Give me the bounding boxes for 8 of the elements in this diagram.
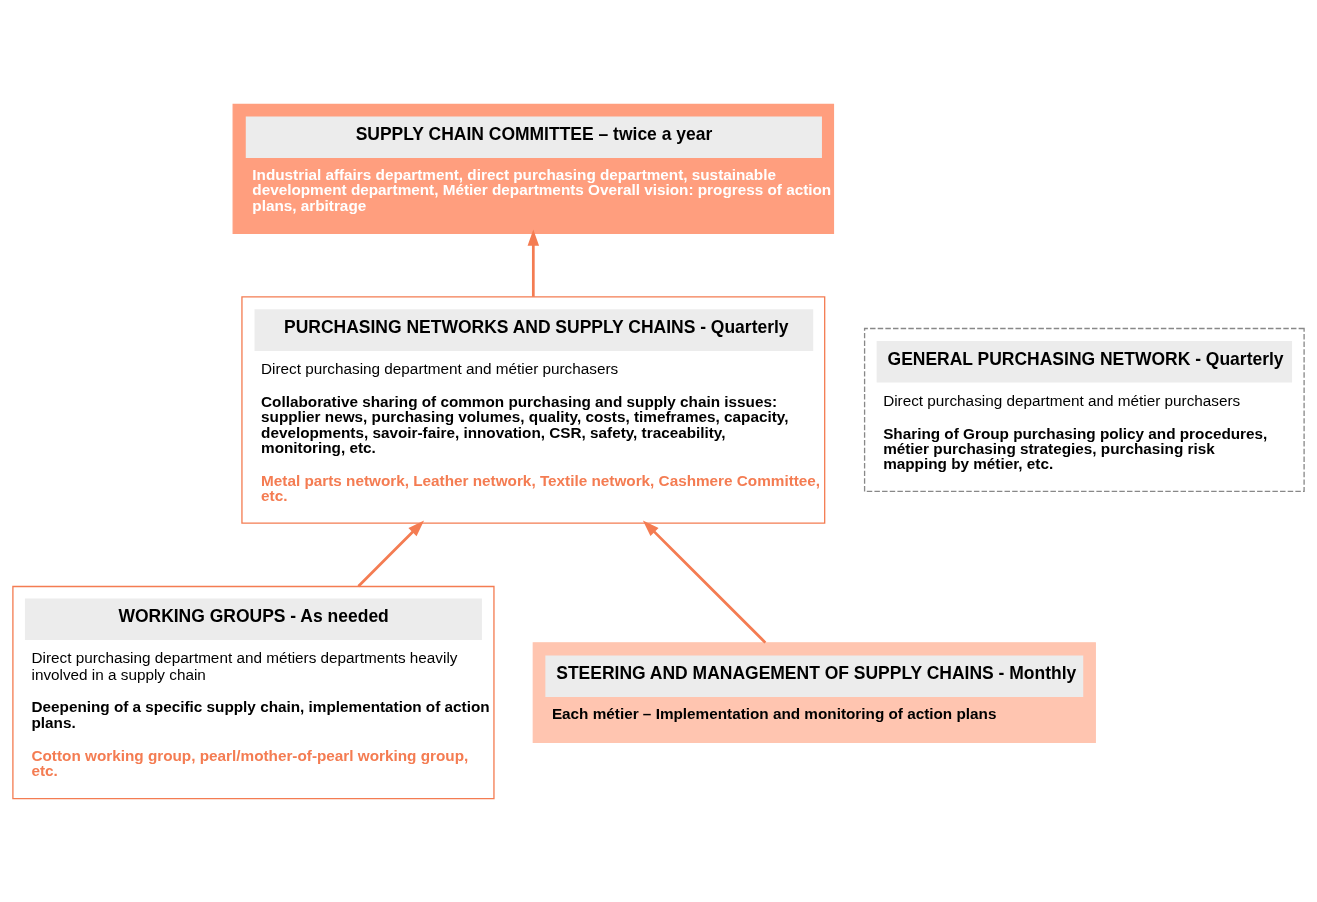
node-box: GENERAL PURCHASING NETWORK - Quarterly Direct purchasing department and métier purchasers Sharing of Group purchasing policy and procedures, métier purchasing strategies, purchasing risk mapping by métier, etc.	[863, 327, 1305, 492]
node-box: STEERING AND MANAGEMENT OF SUPPLY CHAINS - Monthly Each métier – Implementation and monitoring of action plans	[532, 641, 1096, 743]
node-box: WORKING GROUPS - As needed Direct purchasing department and métiers departments heavily involved in a supply chain Deepening of a specific supply chain, implementation of action plans. Cotton working group, pearl/mother-of-pearl working group, etc.	[12, 585, 495, 799]
arrow	[642, 519, 767, 644]
node-box: PURCHASING NETWORKS AND SUPPLY CHAINS - Quarterly Direct purchasing department and métier purchasers Collaborative sharing of common purchasing and supply chain issues: supplier news, purchasing volumes, quality, costs, timeframes, capacity, developments, savoir-faire, innovation, CSR, safety, traceability, monitoring, etc. Metal parts network, Leather network, Textile network, Cashmere Committee, etc.	[241, 295, 826, 524]
arrow	[527, 228, 540, 297]
node-box: SUPPLY CHAIN COMMITTEE – twice a year Industrial affairs department, direct purchasing department, sustainable development department, Métier departments Overall vision: progress of action plans, arbitrage	[232, 103, 835, 234]
arrow	[357, 520, 425, 587]
